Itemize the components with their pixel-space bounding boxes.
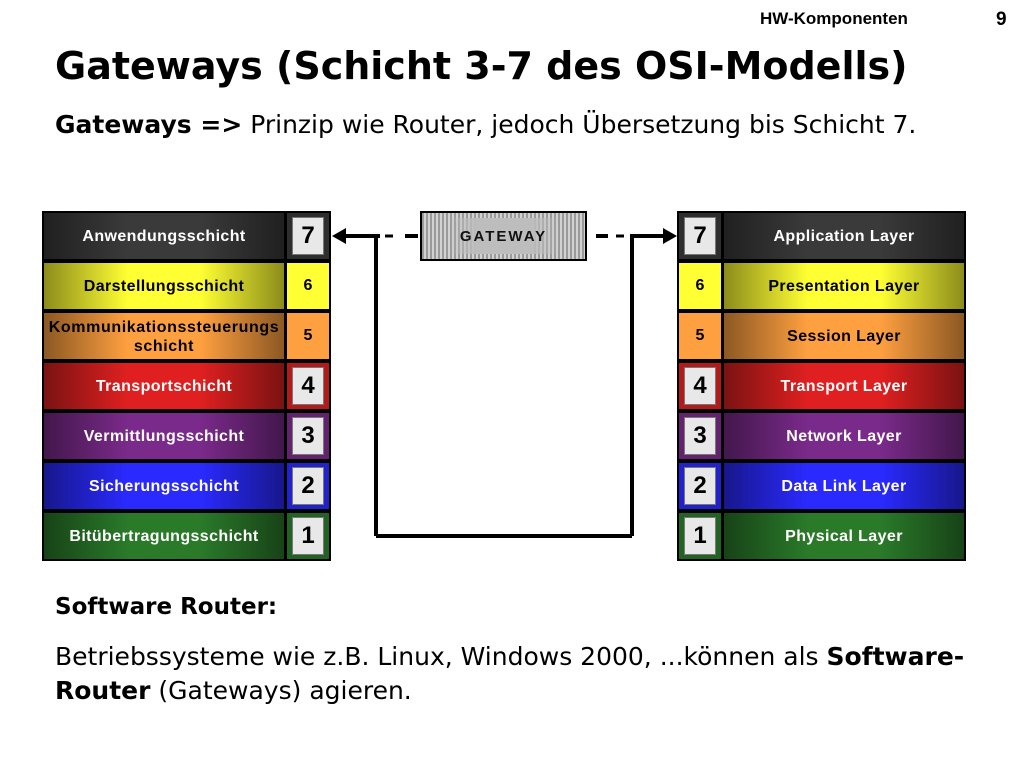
left-layer-1-name: Bitübertragungsschicht xyxy=(42,511,286,561)
intro-paragraph: Gateways => Prinzip wie Router, jedoch Ü… xyxy=(55,108,935,142)
body-paragraph: Betriebssysteme wie z.B. Linux, Windows … xyxy=(55,640,995,708)
left-layer-7-number: 7 xyxy=(285,211,331,261)
page-title: Gateways (Schicht 3-7 des OSI-Modells) xyxy=(55,44,908,88)
left-arrow-head xyxy=(332,228,346,244)
left-layer-6-number: 6 xyxy=(285,261,331,311)
right-layer-5-digit: 5 xyxy=(695,327,705,344)
right-layer-7-digit: 7 xyxy=(684,217,716,255)
right-layer-2-digit: 2 xyxy=(684,467,716,505)
body-line2: (Gateways) agieren. xyxy=(150,676,412,705)
left-layer-4-digit: 4 xyxy=(292,367,324,405)
right-layer-1-digit: 1 xyxy=(684,517,716,555)
right-layer-4-name: Transport Layer xyxy=(722,361,966,411)
left-layer-5-number: 5 xyxy=(285,311,331,361)
right-layer-6-digit: 6 xyxy=(695,277,705,294)
intro-text: Prinzip wie Router, jedoch Übersetzung b… xyxy=(242,110,917,139)
section-heading: Software Router: xyxy=(55,594,278,620)
left-layer-2-number: 2 xyxy=(285,461,331,511)
header-label: HW-Komponenten xyxy=(760,9,908,28)
left-layer-2-name: Sicherungsschicht xyxy=(42,461,286,511)
intro-bold: Gateways => xyxy=(55,110,243,139)
right-layer-6-name: Presentation Layer xyxy=(722,261,966,311)
right-layer-5-name: Session Layer xyxy=(722,311,966,361)
left-layer-6-digit: 6 xyxy=(303,277,313,294)
left-layer-1-number: 1 xyxy=(285,511,331,561)
left-layer-5-digit: 5 xyxy=(303,327,313,344)
left-layer-1-digit: 1 xyxy=(292,517,324,555)
right-layer-2-number: 2 xyxy=(677,461,723,511)
right-layer-3-number: 3 xyxy=(677,411,723,461)
left-layer-2-digit: 2 xyxy=(292,467,324,505)
left-layer-7-name: Anwendungsschicht xyxy=(42,211,286,261)
left-layer-4-number: 4 xyxy=(285,361,331,411)
right-layer-6-number: 6 xyxy=(677,261,723,311)
left-layer-3-number: 3 xyxy=(285,411,331,461)
left-layer-4-name: Transportschicht xyxy=(42,361,286,411)
gateway-label: GATEWAY xyxy=(448,218,559,254)
right-layer-1-number: 1 xyxy=(677,511,723,561)
right-layer-4-number: 4 xyxy=(677,361,723,411)
gateway-box: GATEWAY xyxy=(420,211,587,261)
right-layer-1-name: Physical Layer xyxy=(722,511,966,561)
left-layer-7-digit: 7 xyxy=(292,217,324,255)
right-layer-7-number: 7 xyxy=(677,211,723,261)
right-layer-5-number: 5 xyxy=(677,311,723,361)
page-number: 9 xyxy=(996,9,1007,30)
left-layer-3-digit: 3 xyxy=(292,417,324,455)
left-layer-3-name: Vermittlungsschicht xyxy=(42,411,286,461)
right-layer-3-name: Network Layer xyxy=(722,411,966,461)
right-arrow-head xyxy=(663,228,677,244)
right-layer-7-name: Application Layer xyxy=(722,211,966,261)
body-bold: Software-Router xyxy=(55,642,965,705)
left-layer-5-name: Kommunikationssteuerungsschicht xyxy=(42,311,286,361)
right-layer-2-name: Data Link Layer xyxy=(722,461,966,511)
right-layer-4-digit: 4 xyxy=(684,367,716,405)
right-layer-3-digit: 3 xyxy=(684,417,716,455)
body-line1: Betriebssysteme wie z.B. Linux, Windows … xyxy=(55,642,827,671)
left-layer-6-name: Darstellungsschicht xyxy=(42,261,286,311)
